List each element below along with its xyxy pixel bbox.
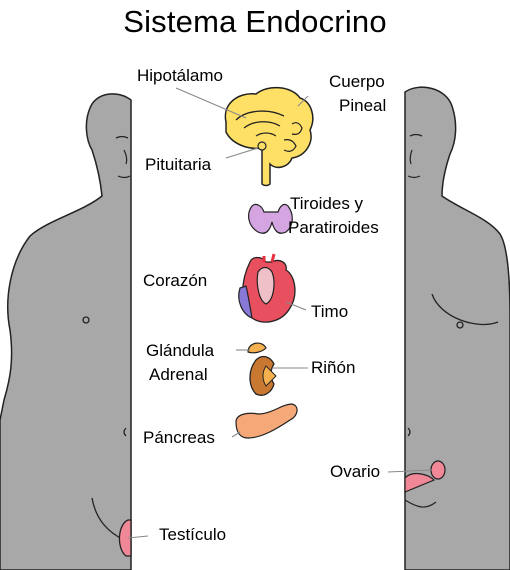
label-glandula-line1: Glándula — [146, 341, 214, 361]
label-tiroides-line1: Tiroides y — [290, 194, 363, 214]
label-cuerpo-pineal-line2: Pineal — [339, 96, 386, 116]
label-testiculo: Testículo — [159, 525, 226, 545]
pancreas-icon — [236, 404, 297, 438]
heart-icon — [239, 254, 295, 322]
label-ovario: Ovario — [330, 462, 380, 482]
male-body — [0, 94, 131, 570]
label-hipotalamo: Hipotálamo — [137, 66, 223, 86]
kidney-icon — [248, 343, 276, 395]
thyroid-icon — [249, 204, 293, 233]
label-tiroides-line2: Paratiroides — [288, 218, 379, 238]
label-cuerpo-pineal-line1: Cuerpo — [329, 72, 385, 92]
label-timo: Timo — [311, 302, 348, 322]
label-pituitaria: Pituitaria — [145, 155, 211, 175]
label-rinon: Riñón — [311, 358, 355, 378]
label-glandula-line2: Adrenal — [149, 365, 208, 385]
female-body — [405, 87, 510, 570]
brain-icon — [225, 88, 312, 186]
label-corazon: Corazón — [143, 271, 207, 291]
label-pancreas: Páncreas — [143, 428, 215, 448]
